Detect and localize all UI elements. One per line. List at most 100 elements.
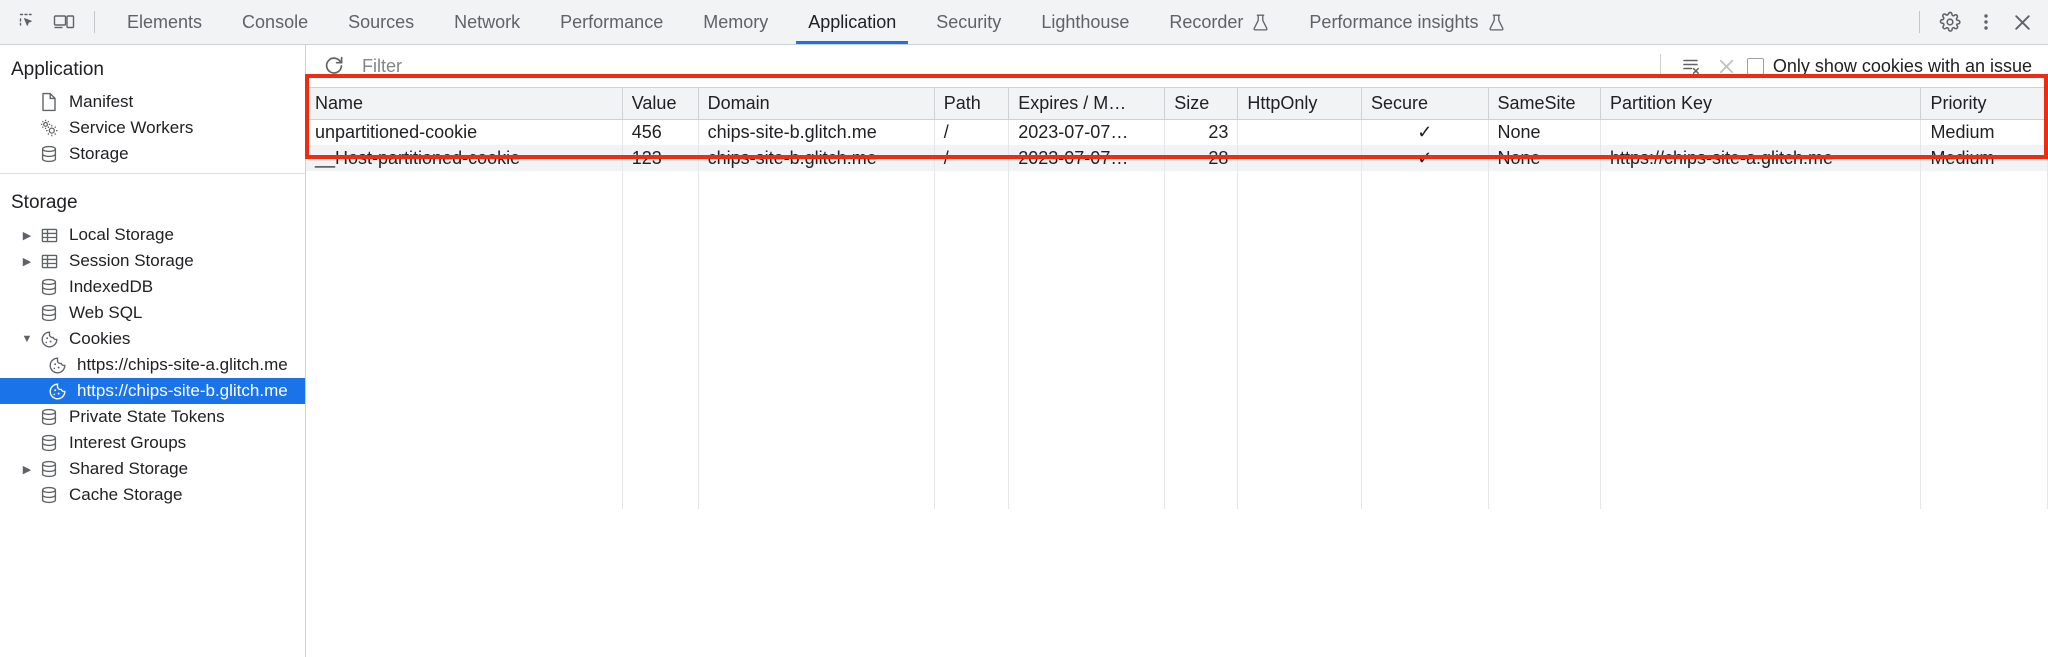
tab-recorder[interactable]: Recorder xyxy=(1149,0,1289,44)
clear-all-cookies-icon[interactable] xyxy=(1675,51,1707,81)
cookies-table-container[interactable]: Name Value Domain Path Expires / M… Size… xyxy=(306,88,2048,657)
cookies-panel: Only show cookies with an issue Name Val… xyxy=(306,45,2048,657)
column-header-value[interactable]: Value xyxy=(622,88,699,120)
sidebar-item-cookies[interactable]: ▼ Cookies xyxy=(0,326,305,352)
database-icon xyxy=(36,407,62,427)
sidebar-item-indexeddb[interactable]: ▶ IndexedDB xyxy=(0,274,305,300)
tab-security[interactable]: Security xyxy=(936,11,1002,32)
panel-tabs: Elements Console Sources Network Perform… xyxy=(107,0,1907,44)
cookies-filter-toolbar: Only show cookies with an issue xyxy=(306,45,2048,88)
column-header-expires[interactable]: Expires / M… xyxy=(1008,88,1166,120)
cell-httponly xyxy=(1237,145,1363,171)
sidebar-group-application: Application ▶ Manifest ▶ xyxy=(0,51,305,173)
database-icon xyxy=(36,433,62,453)
database-icon xyxy=(36,277,62,297)
inspect-element-icon[interactable] xyxy=(10,5,46,39)
column-header-path[interactable]: Path xyxy=(934,88,1010,120)
column-header-domain[interactable]: Domain xyxy=(698,88,935,120)
device-toolbar-icon[interactable] xyxy=(46,5,82,39)
cell-secure: ✓ xyxy=(1361,119,1489,145)
sidebar-group-storage: Storage ▶ Local Storage ▶ xyxy=(0,173,305,514)
toolbar-right-actions xyxy=(1907,5,2040,39)
table-empty-row xyxy=(306,353,2048,379)
cell-size: 23 xyxy=(1164,119,1239,145)
cell-name: unpartitioned-cookie xyxy=(306,119,623,145)
gear-icon[interactable] xyxy=(1932,5,1968,39)
application-sidebar: Application ▶ Manifest ▶ xyxy=(0,45,306,657)
sidebar-item-web-sql[interactable]: ▶ Web SQL xyxy=(0,300,305,326)
tab-application[interactable]: Application xyxy=(788,0,916,44)
cell-path: / xyxy=(934,119,1010,145)
sidebar-item-label: https://chips-site-a.glitch.me xyxy=(77,355,288,374)
sidebar-item-shared-storage[interactable]: ▶ Shared Storage xyxy=(0,456,305,482)
sidebar-item-cache-storage[interactable]: ▶ Cache Storage xyxy=(0,482,305,508)
sidebar-item-session-storage[interactable]: ▶ Session Storage xyxy=(0,248,305,274)
sidebar-item-private-state-tokens[interactable]: ▶ Private State Tokens xyxy=(0,404,305,430)
checkbox-box[interactable] xyxy=(1746,57,1764,75)
table-empty-row xyxy=(306,483,2048,509)
column-header-httponly[interactable]: HttpOnly xyxy=(1237,88,1363,120)
cookie-icon xyxy=(44,356,70,375)
delete-selected-cookie-icon[interactable] xyxy=(1711,51,1743,81)
devtools-body: Application ▶ Manifest ▶ xyxy=(0,45,2048,657)
cell-value: 123 xyxy=(622,145,699,171)
chevron-down-icon[interactable]: ▼ xyxy=(21,333,33,345)
table-row[interactable]: __Host-partitioned-cookie 123 chips-site… xyxy=(306,145,2048,171)
sidebar-item-label: IndexedDB xyxy=(69,277,154,296)
tab-lighthouse[interactable]: Lighthouse xyxy=(1041,11,1130,32)
table-header-row: Name Value Domain Path Expires / M… Size… xyxy=(306,88,2048,120)
sidebar-item-service-workers[interactable]: ▶ Service Workers xyxy=(0,115,305,141)
cell-secure: ✓ xyxy=(1361,145,1489,171)
more-options-icon[interactable] xyxy=(1968,5,2004,39)
service-workers-gears-icon xyxy=(36,118,62,138)
sidebar-item-cookies-chips-site-a[interactable]: https://chips-site-a.glitch.me xyxy=(0,352,305,378)
sidebar-group-title-application: Application xyxy=(11,59,104,80)
chevron-right-icon[interactable]: ▶ xyxy=(22,463,32,476)
manifest-document-icon xyxy=(36,92,62,112)
tab-network[interactable]: Network xyxy=(454,11,521,32)
database-icon xyxy=(36,459,62,479)
sidebar-item-local-storage[interactable]: ▶ Local Storage xyxy=(0,222,305,248)
column-header-name[interactable]: Name xyxy=(306,88,623,120)
tab-sources[interactable]: Sources xyxy=(348,11,415,32)
sidebar-item-label: Interest Groups xyxy=(69,433,187,452)
table-row[interactable]: unpartitioned-cookie 456 chips-site-b.gl… xyxy=(306,119,2048,145)
table-empty-row xyxy=(306,379,2048,405)
column-header-size[interactable]: Size xyxy=(1164,88,1239,120)
tab-performance[interactable]: Performance xyxy=(560,11,664,32)
column-header-priority[interactable]: Priority xyxy=(1920,88,2048,120)
refresh-icon[interactable] xyxy=(318,51,350,81)
sidebar-item-manifest[interactable]: ▶ Manifest xyxy=(0,89,305,115)
experiment-flask-icon xyxy=(1252,13,1269,32)
sidebar-group-title-storage: Storage xyxy=(11,192,78,213)
cell-partition-key: https://chips-site-a.glitch.me xyxy=(1600,145,1922,171)
sidebar-item-storage[interactable]: ▶ Storage xyxy=(0,141,305,167)
table-empty-row xyxy=(306,405,2048,431)
chevron-right-icon[interactable]: ▶ xyxy=(22,229,32,242)
filterbar-divider xyxy=(1659,54,1661,78)
experiment-flask-icon xyxy=(1488,13,1505,32)
tab-console[interactable]: Console xyxy=(242,11,309,32)
column-header-secure[interactable]: Secure xyxy=(1361,88,1489,120)
sidebar-item-interest-groups[interactable]: ▶ Interest Groups xyxy=(0,430,305,456)
sidebar-item-label: Private State Tokens xyxy=(69,407,225,426)
table-empty-row xyxy=(306,431,2048,457)
sidebar-item-cookies-chips-site-b[interactable]: https://chips-site-b.glitch.me xyxy=(0,378,305,404)
sidebar-item-label: Local Storage xyxy=(69,225,174,244)
column-header-samesite[interactable]: SameSite xyxy=(1488,88,1601,120)
cookies-table: Name Value Domain Path Expires / M… Size… xyxy=(306,88,2048,509)
checkbox-label: Only show cookies with an issue xyxy=(1772,55,2032,76)
column-header-partition-key[interactable]: Partition Key xyxy=(1600,88,1922,120)
tab-performance-insights[interactable]: Performance insights xyxy=(1289,0,1524,44)
cell-samesite: None xyxy=(1488,145,1601,171)
search-input[interactable] xyxy=(354,52,1646,80)
table-empty-row xyxy=(306,249,2048,275)
only-show-issues-checkbox[interactable]: Only show cookies with an issue xyxy=(1746,55,2038,77)
cell-priority: Medium xyxy=(1920,119,2048,145)
close-icon[interactable] xyxy=(2004,5,2040,39)
tab-elements[interactable]: Elements xyxy=(127,11,203,32)
chevron-right-icon[interactable]: ▶ xyxy=(22,255,32,268)
cell-size: 28 xyxy=(1164,145,1239,171)
tab-memory[interactable]: Memory xyxy=(703,11,769,32)
cell-name: __Host-partitioned-cookie xyxy=(306,145,623,171)
